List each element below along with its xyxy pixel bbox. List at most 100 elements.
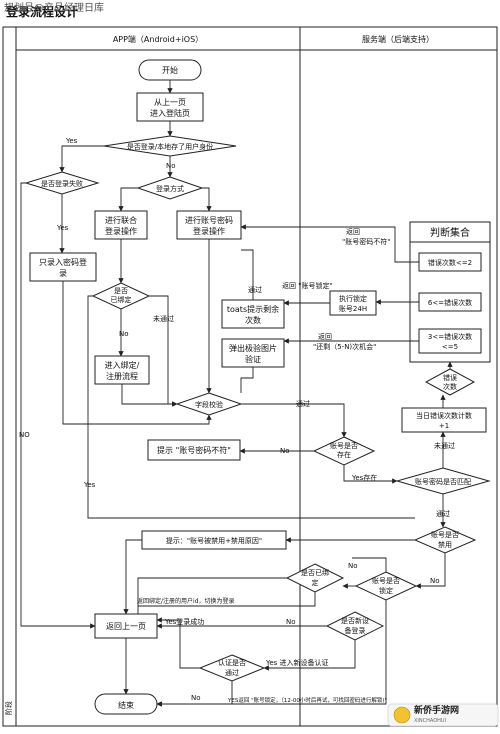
lock-account-box	[329, 290, 377, 316]
edge-label-no-7: No	[191, 694, 201, 702]
from-prev-page-line2: 进入登陆页	[150, 108, 190, 118]
lane-left-title: APP端（Android+iOS）	[113, 34, 203, 44]
login-fail-label: 是否登录失败	[41, 179, 83, 188]
error-count-line1: 错误	[443, 373, 457, 382]
oauth-login-box	[94, 210, 148, 240]
rule-3to5-line1: 3<=错误次数	[428, 332, 472, 341]
account-locked-line1: 账号是否	[372, 576, 400, 585]
error-count-diamond	[424, 368, 476, 396]
rule-3to5-line2: <=5	[442, 343, 458, 351]
lock-account-line1: 执行锁定	[339, 294, 367, 303]
rule-le2-label: 错误次数<=2	[428, 258, 472, 267]
edge-label-return-remaining-1: 返回	[318, 333, 332, 341]
logged-in-label: 是否登录/本地存了用户身份	[127, 142, 213, 151]
only-password-box	[29, 252, 97, 282]
edge-label-not-pass: 未通过	[153, 314, 174, 323]
is-bound-2-line2: 定	[312, 578, 319, 587]
edge-label-not-pass-2: 未通过	[434, 441, 455, 450]
arrow-bound2-return-id	[138, 592, 316, 607]
arrow-bound2-to-back	[137, 577, 287, 614]
edge-label-no-2: No	[119, 330, 129, 338]
watermark-badge: 新侨手游网 XINCHAOHUI	[387, 703, 499, 727]
oauth-login-line2: 登录操作	[105, 226, 137, 236]
edge-label-yes-exists: Yes存在	[351, 473, 377, 482]
arrow-verify-no	[156, 617, 200, 669]
edge-label-pass-2: 通过	[436, 509, 450, 518]
oauth-login-line1: 进行联合	[105, 215, 137, 225]
field-check-label: 字段校验	[195, 400, 223, 409]
arrow-exists-yes	[343, 465, 398, 484]
edge-label-yes-new-device: Yes 进入新设备认证	[265, 658, 329, 667]
toast-line1: toats提示剩余	[227, 304, 279, 314]
edge-label-yes-3: Yes	[83, 481, 96, 489]
password-match-label: 账号密码是否匹配	[415, 477, 471, 486]
back-prev-page-label: 返回上一页	[106, 622, 146, 631]
edge-label-no-caps: NO	[19, 431, 30, 439]
edge-label-no-1: No	[166, 162, 176, 170]
only-password-line1: 只录入密码登	[39, 257, 87, 267]
slider-captcha-box	[221, 338, 285, 368]
edge-label-yes-return-locked: YES返回 "账号锁定，（12-00小时后再试，可找回密码进行解锁)"	[227, 696, 387, 704]
arrow-tip-disabled-to-back	[123, 539, 142, 615]
edge-label-no-4: No	[286, 618, 296, 626]
account-exists-line1: 账号是否	[330, 441, 358, 450]
edge-label-no-3: No	[280, 447, 290, 455]
bind-flow-box	[94, 355, 150, 385]
edge-label-yes-1: Yes	[65, 137, 78, 145]
rule-ge6-label: 6<=错误次数	[428, 298, 472, 307]
slider-captcha-line1: 弹出极验图片	[229, 343, 277, 353]
arrow-method-password	[202, 187, 212, 212]
account-disabled-line1: 账号是否	[431, 530, 459, 539]
from-prev-page-box	[136, 92, 204, 122]
swimlane-frame	[2, 26, 498, 727]
arrow-login-fail-no	[20, 182, 96, 629]
arrow-le2-return	[240, 224, 419, 263]
new-device-line2: 备登录	[345, 626, 366, 635]
login-method-diamond	[136, 176, 204, 200]
edge-label-return-locked: 返回 "账号锁定"	[282, 281, 333, 290]
slider-captcha-line2: 验证	[245, 354, 261, 364]
password-login-line1: 进行账号密码	[185, 215, 233, 225]
verify-pass-line2: 通过	[225, 668, 239, 677]
new-device-line1: 是否新设	[341, 616, 369, 625]
from-prev-page-line1: 从上一页	[154, 98, 186, 107]
daily-error-counter-line2: +1	[439, 422, 449, 430]
arrow-new-device-yes	[263, 640, 356, 671]
only-password-line2: 录	[59, 269, 67, 278]
edge-label-return-mismatch-1: 返回	[346, 228, 360, 236]
account-disabled-line2: 禁用	[438, 541, 452, 549]
arrow-disabled-no	[415, 553, 446, 589]
header-overlay-text: 规划号@产品经理日库	[4, 1, 104, 14]
verify-pass-line1: 认证是否	[218, 658, 246, 667]
bind-flow-line1: 进入绑定/	[105, 360, 140, 370]
arrow-verify-yes	[156, 681, 233, 707]
edge-label-pass-1: 通过	[296, 399, 310, 408]
arrow-method-oauth	[118, 187, 138, 212]
login-method-label: 登录方式	[156, 184, 184, 193]
arrow-check-pass	[241, 403, 347, 438]
is-bound-line1: 是否	[114, 287, 128, 295]
phase-label: 阶段	[4, 701, 13, 715]
decision-set-title: 判断集合	[430, 226, 470, 239]
password-login-line2: 登录操作	[193, 226, 225, 236]
daily-error-counter-line1: 当日错误次数计数	[416, 411, 472, 420]
arrow-locked-check	[352, 557, 387, 572]
arrow-slider-to-check	[240, 367, 254, 393]
arrow-only-pwd-to-check	[62, 281, 212, 425]
edge-label-pass-3: 通过	[248, 285, 262, 294]
arrow-bound-yes	[87, 295, 415, 519]
daily-error-counter-box	[401, 407, 487, 433]
edge-label-return-mismatch-2: "账号密码不符"	[342, 237, 390, 246]
start-node-label: 开始	[162, 65, 178, 75]
edge-label-no-5: No	[430, 577, 440, 585]
end-node-label: 结束	[118, 700, 134, 710]
is-bound-2-line1: 是否已绑	[301, 568, 329, 577]
watermark-line1: 新侨手游网	[414, 704, 459, 716]
edge-label-yes-2: Yes	[56, 224, 69, 232]
edge-label-no-6: No	[348, 562, 358, 570]
watermark-logo-icon	[393, 706, 411, 724]
tip-mismatch-label: 提示 "账号密码不符"	[157, 445, 231, 455]
arrow-logged-in-yes	[59, 145, 104, 173]
